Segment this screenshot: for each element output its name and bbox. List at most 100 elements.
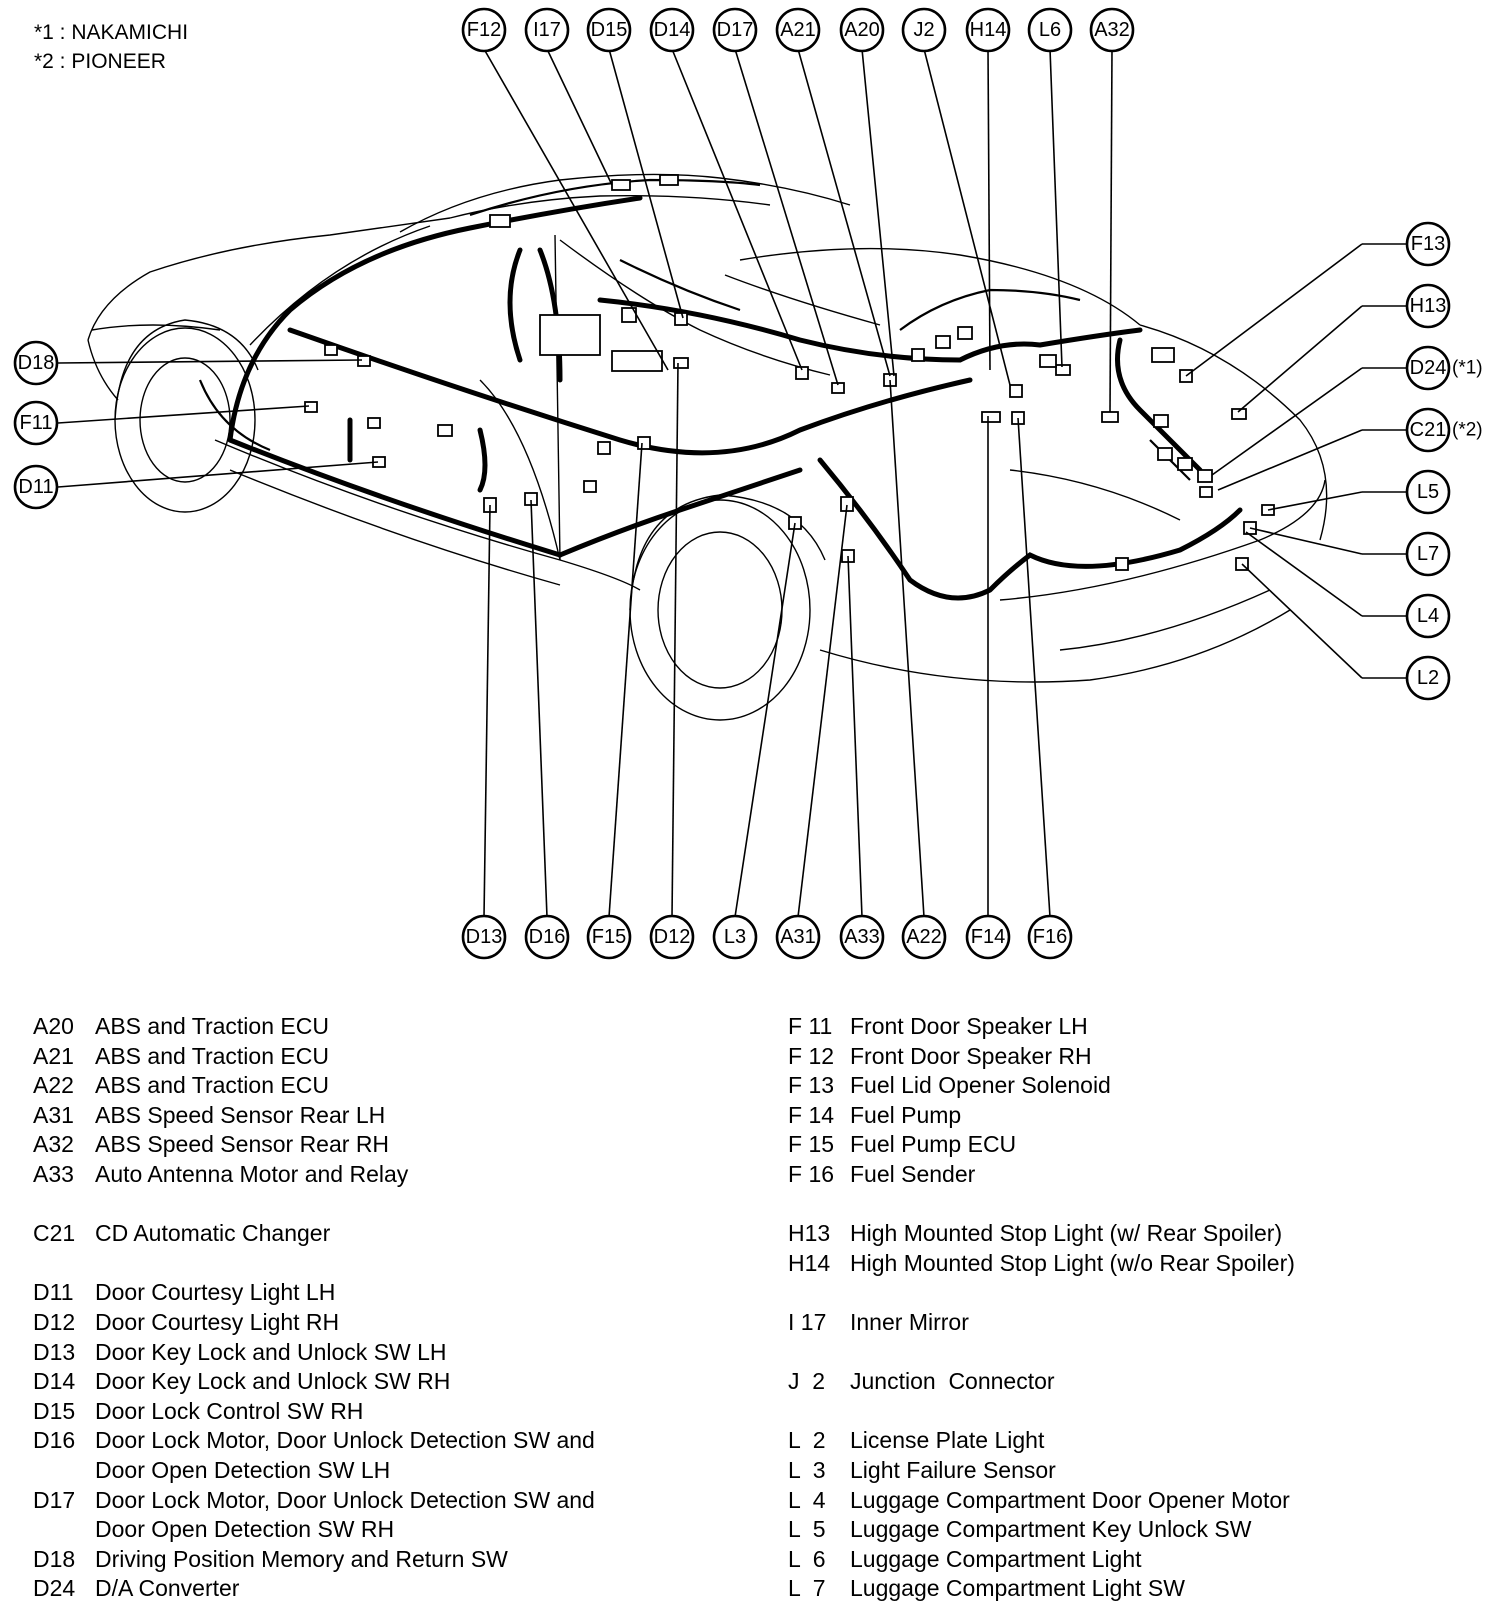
callout-D14: D14 (649, 7, 695, 53)
note-pioneer: *2 : PIONEER (34, 50, 166, 73)
legend-description: Door Lock Motor, Door Unlock Detection S… (95, 1427, 595, 1454)
svg-text:H14: H14 (970, 19, 1007, 41)
legend-row: L 6 Luggage Compartment Light (788, 1545, 1295, 1575)
legend-code: A20 (33, 1013, 74, 1039)
svg-text:D13: D13 (466, 926, 503, 948)
leader-lines (57, 48, 1408, 918)
callout-F16: F16 (1027, 914, 1073, 960)
svg-text:F14: F14 (971, 926, 1005, 948)
svg-text:D17: D17 (717, 19, 754, 41)
legend-code: L 6 (788, 1545, 826, 1572)
legend-code: H13 (788, 1220, 831, 1247)
legend-row: H13 High Mounted Stop Light (w/ Rear Spoi… (788, 1219, 1295, 1249)
legend-description: ABS Speed Sensor Rear LH (95, 1101, 386, 1128)
harness-diagram: F12 I17 D15 D14 D17 A21 A20 J2 H14 L6 A3… (13, 7, 1483, 960)
svg-text:D12: D12 (654, 926, 691, 948)
legend-description: Luggage Compartment Key Unlock SW (850, 1516, 1252, 1543)
legend-code: A22 (33, 1072, 74, 1099)
callout-D15: D15 (586, 7, 632, 53)
callout-D24-suffix: (*1) (1452, 358, 1483, 379)
callout-A20: A20 (839, 7, 885, 53)
legend-description: Fuel Pump ECU (850, 1131, 1017, 1158)
legend-description: Fuel Pump (850, 1101, 962, 1128)
legend-code: L 4 (788, 1486, 826, 1513)
svg-text:A32: A32 (1094, 19, 1130, 41)
svg-text:L2: L2 (1417, 667, 1439, 689)
legend-description: High Mounted Stop Light (w/ Rear Spoiler… (850, 1220, 1283, 1247)
wire-harness-thin (198, 178, 1191, 481)
svg-text:F13: F13 (1411, 233, 1445, 255)
svg-text:L3: L3 (724, 926, 746, 948)
callout-L5: L5 (1405, 469, 1451, 515)
legend-description: License Plate Light (850, 1427, 1045, 1454)
callout-D24: D24 (1405, 345, 1451, 391)
callout-F13: F13 (1405, 221, 1451, 267)
legend-description: Door Open Detection SW RH (95, 1516, 395, 1543)
callout-D12: D12 (649, 914, 695, 960)
callout-H14: H14 (965, 7, 1011, 53)
legend-row: A33 Auto Antenna Motor and Relay (33, 1160, 595, 1190)
legend-code: D24 (33, 1575, 76, 1602)
legend-code: F 12 (788, 1042, 835, 1069)
svg-text:A31: A31 (780, 926, 816, 948)
legend-description: Auto Antenna Motor and Relay (95, 1160, 409, 1187)
svg-text:F12: F12 (467, 19, 501, 41)
legend-description: Door Courtesy Light RH (95, 1308, 340, 1335)
svg-text:L5: L5 (1417, 481, 1439, 503)
note-nakamichi: *1 : NAKAMICHI (34, 21, 189, 44)
svg-text:C21: C21 (1410, 419, 1447, 441)
legend-description: Door Lock Motor, Door Unlock Detection S… (95, 1486, 595, 1513)
legend-description: ABS and Traction ECU (95, 1042, 329, 1069)
legend-description: ABS Speed Sensor Rear RH (95, 1131, 390, 1158)
svg-text:D15: D15 (591, 19, 628, 41)
legend-description: Door Key Lock and Unlock SW LH (95, 1338, 447, 1365)
legend-description: Light Failure Sensor (850, 1456, 1056, 1483)
callout-L3: L3 (712, 914, 758, 960)
legend-code: D13 (33, 1338, 76, 1365)
callout-D18: D18 (13, 340, 59, 386)
legend-row: A31 ABS Speed Sensor Rear LH (33, 1101, 595, 1131)
legend-description: D/A Converter (95, 1575, 240, 1602)
legend-description: Front Door Speaker RH (850, 1042, 1092, 1069)
legend-code: F 11 (788, 1013, 833, 1039)
legend-description: Luggage Compartment Light (850, 1545, 1142, 1572)
svg-text:F15: F15 (592, 926, 626, 948)
svg-text:D16: D16 (529, 926, 566, 948)
legend-code: D15 (33, 1397, 76, 1424)
callout-F11: F11 (13, 400, 59, 446)
legend-code: A33 (33, 1160, 74, 1187)
legend-code: A31 (33, 1101, 74, 1128)
callout-J2: J2 (901, 7, 947, 53)
svg-text:D14: D14 (654, 19, 691, 41)
callout-F12: F12 (461, 7, 507, 53)
legend-code: F 16 (788, 1160, 835, 1187)
svg-text:I17: I17 (533, 19, 561, 41)
legend-code: D11 (33, 1279, 74, 1306)
legend-description: Luggage Compartment Light SW (850, 1575, 1185, 1602)
legend-row: F 15 Fuel Pump ECU (788, 1130, 1295, 1160)
legend-description: Door Courtesy Light LH (95, 1279, 336, 1306)
svg-text:A33: A33 (844, 926, 880, 948)
svg-text:L4: L4 (1417, 605, 1439, 627)
legend-code: I 17 (788, 1308, 827, 1335)
legend-code: F 15 (788, 1131, 835, 1158)
callout-L4: L4 (1405, 593, 1451, 639)
callout-F14: F14 (965, 914, 1011, 960)
callout-L6: L6 (1027, 7, 1073, 53)
